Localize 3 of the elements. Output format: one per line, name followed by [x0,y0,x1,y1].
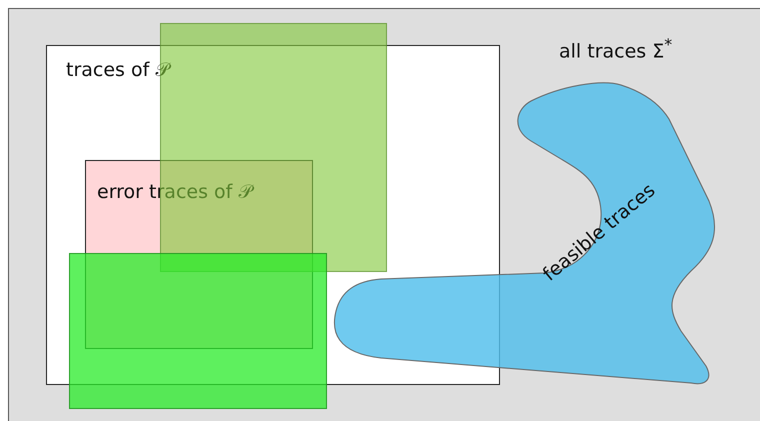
set-label: all traces Σ$^{*}$ [559,35,672,64]
universe-region [8,8,760,421]
set-box [69,253,327,409]
